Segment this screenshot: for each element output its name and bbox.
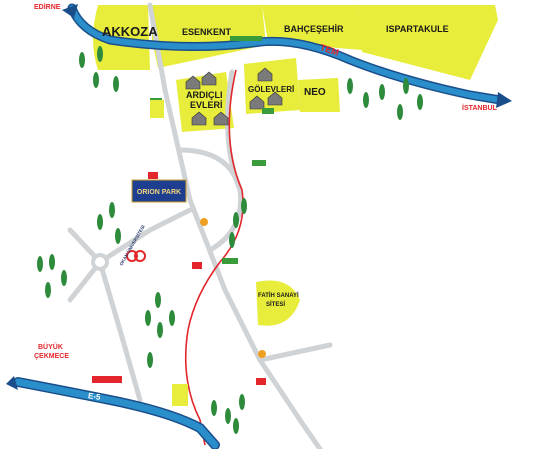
fuel-icon — [200, 218, 208, 226]
yellow-sign — [172, 384, 188, 406]
green-sign — [230, 36, 262, 41]
golevleri-label: GÖLEVLERİ — [248, 85, 295, 94]
green-sign — [252, 160, 266, 166]
fuel-icon — [258, 350, 266, 358]
green-sign — [262, 108, 274, 114]
tree-icon — [229, 232, 235, 248]
yellow-sign — [150, 100, 164, 118]
house-icon — [201, 71, 217, 86]
tree-icon — [169, 310, 175, 326]
tem-highway-inner — [69, 5, 503, 103]
store-sign — [92, 376, 122, 383]
cekmece-arrow — [6, 376, 18, 390]
house-icon — [185, 75, 201, 90]
green-sign — [222, 258, 238, 264]
flag-icon — [148, 172, 158, 179]
markers — [92, 36, 274, 406]
tree-icon — [157, 322, 163, 338]
road-east — [257, 342, 333, 363]
edirne-arrow — [62, 4, 78, 18]
fatih-sanayi-label-1: FATİH SANAYİ — [258, 293, 299, 299]
university-logo — [126, 250, 146, 262]
evleri-label: EVLERİ — [190, 100, 223, 110]
orion-park-sign — [131, 179, 187, 203]
tree-icon — [347, 78, 353, 94]
tree-icon — [45, 282, 51, 298]
flag-icon — [192, 262, 202, 269]
tree-icon — [37, 256, 43, 272]
tree-icon — [93, 72, 99, 88]
tree-icon — [403, 78, 409, 94]
tree-icon — [363, 92, 369, 108]
district-areas — [93, 5, 498, 326]
ispartakule-area — [358, 5, 498, 80]
road-west — [97, 207, 193, 265]
ardicli-label: ARDIÇLI — [186, 90, 223, 100]
house-icon — [257, 67, 273, 82]
roundabout — [91, 253, 109, 271]
tree-icon — [239, 394, 245, 410]
tree-icon — [417, 94, 423, 110]
cekmece-label: ÇEKMECE — [34, 353, 70, 360]
house-icon — [191, 111, 207, 126]
tree-icon — [233, 418, 239, 434]
fatih-sanayi-area — [256, 280, 300, 326]
bahcesehir-label: BAHÇEŞEHİR — [284, 24, 344, 34]
tree-icon — [155, 292, 161, 308]
tree-icon — [211, 400, 217, 416]
route-line — [184, 69, 244, 446]
tree-icon — [397, 104, 403, 120]
tree-icon — [49, 254, 55, 270]
tree-icon — [113, 76, 119, 92]
esenkent-area — [152, 5, 266, 68]
neo-label: NEO — [304, 87, 326, 98]
tree-icon — [97, 46, 103, 62]
akkoza-label: AKKOZA — [102, 24, 158, 39]
house-icons — [185, 67, 283, 126]
e5-highway-inner — [14, 378, 219, 449]
tree-icon — [79, 52, 85, 68]
road-south-west — [97, 259, 143, 403]
trees — [37, 46, 423, 434]
fatih-sanayi-label-2: SİTESİ — [266, 302, 286, 308]
tree-icon — [97, 214, 103, 230]
tree-icon — [233, 212, 239, 228]
house-icon — [249, 95, 265, 110]
orion-park-label: ORION PARK — [137, 189, 181, 196]
house-icon — [267, 91, 283, 106]
roads — [67, 2, 333, 449]
tree-icon — [61, 270, 67, 286]
tree-icon — [147, 352, 153, 368]
tree-icon — [241, 198, 247, 214]
tree-icon — [109, 202, 115, 218]
tree-icon — [379, 84, 385, 100]
road-main-ns — [147, 2, 323, 449]
tree-icon — [115, 228, 121, 244]
neo-area — [298, 78, 340, 112]
esenkent-label: ESENKENT — [182, 27, 232, 37]
road-north-loop — [225, 69, 243, 193]
edirne-label: EDİRNE — [34, 4, 61, 11]
buyuk-label: BÜYÜK — [38, 344, 63, 351]
istanbul-arrow — [496, 92, 512, 108]
house-icon — [213, 111, 229, 126]
tree-icon — [145, 310, 151, 326]
tree-icon — [225, 408, 231, 424]
istanbul-label: İSTANBUL — [462, 105, 497, 112]
ispartakule-label: ISPARTAKULE — [386, 24, 449, 34]
flag-icon — [256, 378, 266, 385]
e5-label: E-5 — [87, 391, 102, 402]
